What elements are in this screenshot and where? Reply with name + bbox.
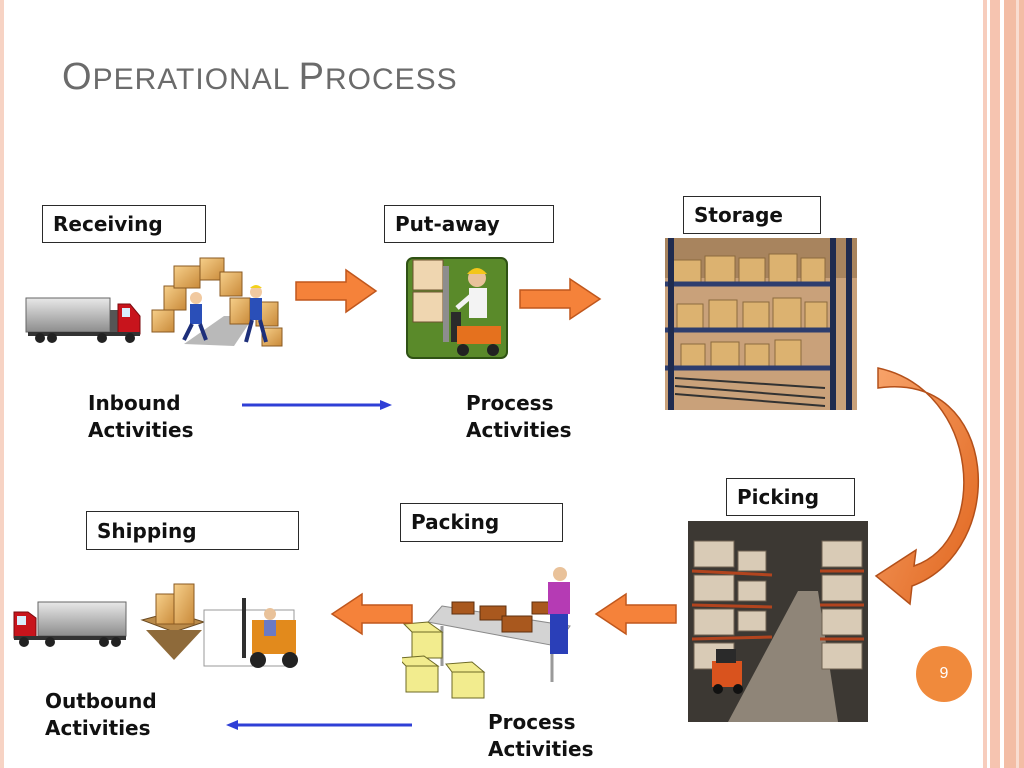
decor-stripe	[0, 0, 4, 768]
decor-stripe	[1004, 0, 1024, 768]
inbound-to-process-arrow	[242, 400, 392, 410]
forklift-operator-icon	[406, 257, 508, 359]
curved-flow-arrow	[874, 367, 979, 606]
packing-label: Packing	[400, 503, 563, 542]
shipping-label: Shipping	[86, 511, 299, 550]
picking-label: Picking	[726, 478, 855, 516]
packing-table-icon	[402, 567, 571, 699]
title-initial: P	[298, 56, 325, 98]
slide-title: OPERATIONAL PROCESS	[62, 56, 458, 99]
receiving-label: Receiving	[42, 205, 206, 243]
title-initial: O	[62, 56, 93, 98]
flow-arrow-right	[295, 268, 378, 314]
flow-arrow-right	[519, 277, 602, 321]
warehouse-shelves-photo	[665, 238, 857, 410]
decor-stripe	[1016, 0, 1019, 768]
process-to-outbound-arrow	[226, 720, 412, 730]
decor-stripe	[983, 0, 987, 768]
decor-stripe	[990, 0, 1000, 768]
page-number-badge: 9	[916, 646, 972, 702]
warehouse-aisle-photo	[688, 521, 868, 722]
title-text: PERATIONAL	[92, 63, 299, 96]
storage-label: Storage	[683, 196, 821, 234]
truck-and-workers-icon	[25, 257, 283, 347]
put-away-label: Put-away	[384, 205, 554, 243]
title-text: ROCESS	[324, 63, 458, 96]
flow-arrow-left	[594, 592, 677, 636]
truck-and-forklift-icon	[13, 583, 298, 668]
flow-arrow-left	[330, 592, 413, 636]
